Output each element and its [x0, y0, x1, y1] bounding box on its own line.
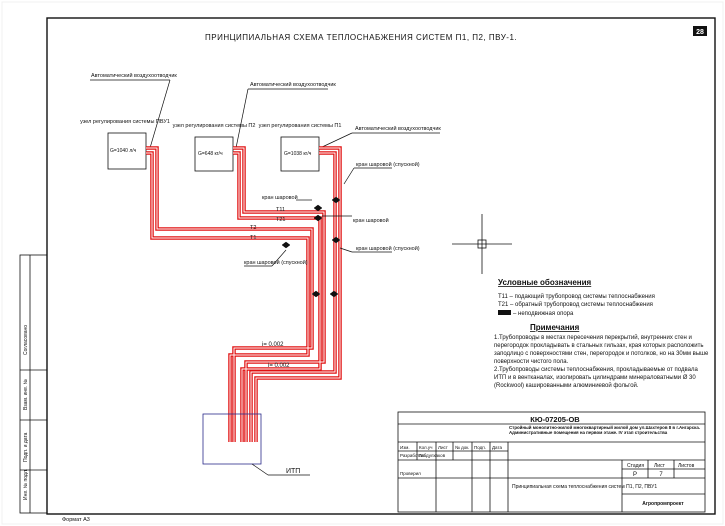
side-replace-label: Взам. инв. №: [23, 379, 29, 410]
legend-item-3: – неподвижная опора: [513, 311, 574, 317]
stamp-sheet: 7: [659, 472, 663, 478]
stamp-sheet-label: Лист: [654, 463, 666, 469]
legend-heading: Условные обозначения: [498, 278, 592, 287]
auto-vent-label-2: Автоматический воздухоотводчик: [250, 81, 336, 88]
sheet-number: 28: [696, 29, 704, 36]
crosshair: [452, 214, 512, 274]
stamp-col-kol: Кол.уч: [419, 445, 433, 450]
stamp-sheet-name: Принципиальная схема теплоснабжения сист…: [512, 484, 657, 490]
sheet-number-box: [693, 26, 707, 36]
stamp-sheets-label: Листов: [678, 463, 695, 469]
unit-flow-pvu1: G=1040 л/ч: [110, 148, 137, 154]
legend-item-2: T21 – обратный трубопровод системы тепло…: [498, 301, 653, 308]
stamp-col-doc: № док.: [455, 445, 469, 450]
stamp-col-date: Дата: [492, 445, 502, 450]
auto-vent-label-1: Автоматический воздухоотводчик: [91, 72, 177, 79]
side-stamp: [19, 254, 48, 514]
slope-label-2: i= 0.002: [268, 363, 290, 369]
notes-body: 1.Трубопроводы в местах пересечения пере…: [494, 335, 709, 389]
side-inv-label: Инв. № подл.: [23, 469, 29, 500]
unit-flow-p1: G=1038 кг/ч: [284, 151, 312, 157]
slope-label-1: i= 0.002: [262, 342, 284, 348]
stamp-role-check: Проверил: [400, 471, 421, 476]
legend-item-1: T11 – подающий трубопровод системы тепло…: [498, 293, 655, 300]
unit-box-pvu1: [107, 132, 147, 170]
note-item-2: 2.Трубопроводы системы теплоснабжения, п…: [494, 367, 698, 389]
stamp-stage: Р: [633, 472, 637, 478]
stamp-object: Стройный монолитно-жилой многоквартирный…: [509, 425, 700, 435]
stamp-stage-label: Стадия: [627, 463, 644, 469]
crane-label-1: кран шаровой: [262, 194, 298, 201]
side-agreed-label: Согласовано: [23, 325, 29, 355]
stamp-org: Агропромпроект: [642, 501, 684, 507]
unit-box-p1: [280, 136, 320, 172]
title-block: [397, 411, 706, 513]
unit-box-p2: [194, 136, 234, 172]
side-sign-label: Подп. и дата: [23, 432, 29, 462]
unit-name-p1: узел регулирования системы П1: [259, 123, 342, 129]
format-label: Формат А3: [62, 517, 90, 523]
crane-label-drain-3: кран шаровой (спускной): [244, 259, 308, 266]
stamp-col-izm: Изм.: [400, 445, 410, 450]
pipe-mark-t11: T11: [276, 207, 285, 213]
note-item-1: 1.Трубопроводы в местах пересечения пере…: [494, 335, 709, 365]
stamp-code: КЮ-07205-ОВ: [530, 415, 580, 424]
notes-heading: Примечания: [530, 323, 580, 332]
crane-label-drain-2: кран шаровой (спускной): [356, 245, 420, 252]
stamp-col-list: Лист: [438, 445, 448, 450]
auto-vent-label-3: Автоматический воздухоотводчик: [355, 125, 441, 132]
itp-label: ИТП: [286, 468, 300, 475]
pipe-mark-t21: T21: [276, 217, 285, 223]
unit-name-pvu1: узел регулирования системы ПВУ1: [80, 119, 170, 125]
stamp-role-dev: Разработал: [400, 453, 425, 458]
unit-name-p2: узел регулирования системы П2: [173, 123, 256, 129]
itp-box: [202, 413, 262, 465]
ball-valves: [281, 196, 341, 298]
pipe-mark-t1: T1: [250, 235, 256, 241]
unit-flow-p2: G=648 кг/ч: [198, 151, 223, 157]
stamp-col-sign: Подп.: [474, 445, 486, 450]
pipe-highlights: [146, 147, 341, 442]
stamp-name-dev: Габдулхаков: [419, 453, 446, 458]
crane-label-2: кран шаровой: [353, 217, 389, 224]
fixed-support-symbol: [498, 310, 511, 315]
diagram-title: ПРИНЦИПИАЛЬНАЯ СХЕМА ТЕПЛОСНАБЖЕНИЯ СИСТ…: [205, 33, 517, 42]
crane-label-drain-1: кран шаровой (спускной): [356, 161, 420, 168]
pipe-mark-t2: T2: [250, 225, 256, 231]
